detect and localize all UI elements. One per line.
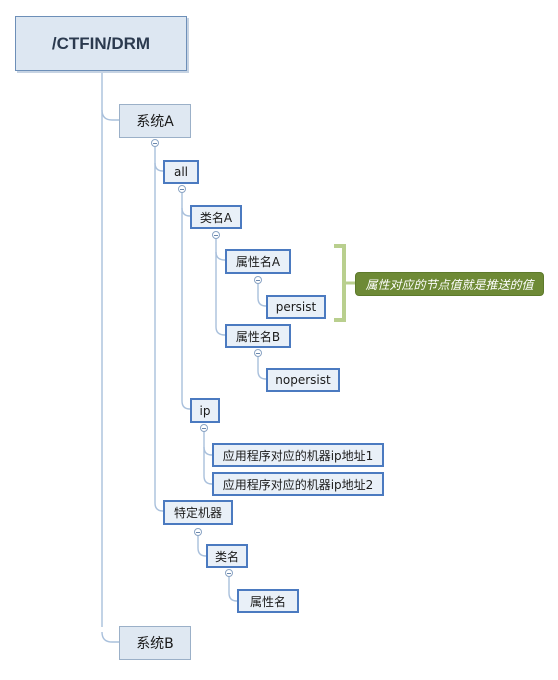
node-all[interactable]: all — [163, 160, 199, 184]
node-attr-b[interactable]: 属性名B — [225, 324, 291, 348]
node-system-a[interactable]: 系统A — [119, 104, 191, 138]
collapse-toggle-icon[interactable] — [225, 569, 233, 577]
node-attr[interactable]: 属性名 — [237, 589, 299, 613]
collapse-toggle-icon[interactable] — [200, 424, 208, 432]
node-attr-a[interactable]: 属性名A — [225, 249, 291, 274]
collapse-toggle-icon[interactable] — [212, 231, 220, 239]
node-category[interactable]: 类名 — [206, 544, 248, 568]
collapse-toggle-icon[interactable] — [194, 528, 202, 536]
node-value-nopersist[interactable]: nopersist — [266, 368, 340, 392]
node-category-a[interactable]: 类名A — [190, 205, 242, 229]
callout-note[interactable]: 属性对应的节点值就是推送的值 — [355, 272, 544, 296]
collapse-toggle-icon[interactable] — [254, 276, 262, 284]
collapse-toggle-icon[interactable] — [254, 349, 262, 357]
collapse-toggle-icon[interactable] — [178, 185, 186, 193]
node-ip[interactable]: ip — [190, 398, 220, 423]
node-specific-machine[interactable]: 特定机器 — [163, 500, 233, 525]
callout-bracket — [334, 244, 346, 322]
node-value-persist[interactable]: persist — [266, 295, 326, 319]
node-ip-address[interactable]: 应用程序对应的机器ip地址1 — [212, 443, 384, 467]
root-node[interactable]: /CTFIN/DRM — [15, 16, 187, 71]
node-ip-address[interactable]: 应用程序对应的机器ip地址2 — [212, 472, 384, 496]
collapse-toggle-icon[interactable] — [151, 139, 159, 147]
node-system-b[interactable]: 系统B — [119, 626, 191, 660]
